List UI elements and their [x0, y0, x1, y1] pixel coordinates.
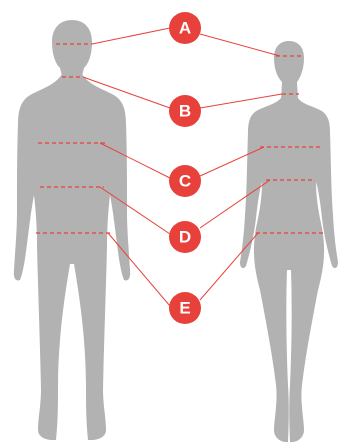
badge-a: A	[169, 12, 201, 44]
badge-b: B	[169, 95, 201, 127]
female-body	[240, 98, 338, 442]
badge-e-label: E	[179, 299, 190, 318]
male-head	[52, 20, 92, 76]
male-body	[14, 74, 130, 440]
leader-e-female	[200, 233, 258, 300]
leader-a-female	[200, 34, 280, 56]
badge-e: E	[169, 292, 201, 324]
badge-c-label: C	[179, 172, 191, 191]
leader-e-male	[108, 233, 170, 306]
badge-d-label: D	[179, 228, 191, 247]
leader-d-male	[100, 187, 170, 234]
badge-a-label: A	[179, 19, 191, 38]
male-silhouette	[14, 20, 130, 440]
female-head	[274, 41, 304, 100]
badge-c: C	[169, 165, 201, 197]
badge-d: D	[169, 221, 201, 253]
badge-b-label: B	[179, 102, 191, 121]
leader-a-male	[92, 28, 170, 44]
female-silhouette	[240, 41, 338, 442]
